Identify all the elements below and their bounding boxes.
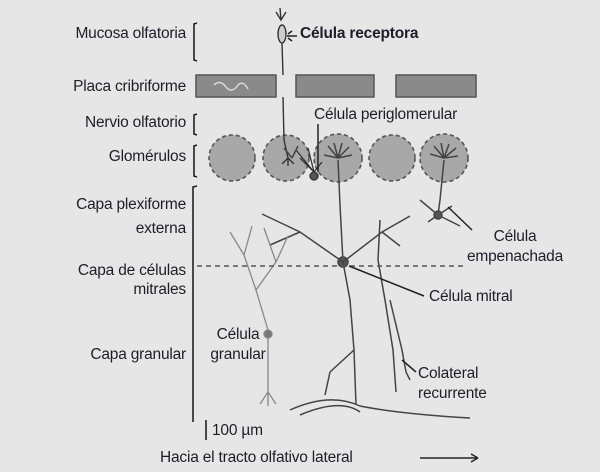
- cribriform-plate: [196, 75, 476, 97]
- label-granular-cell-2: granular: [196, 346, 280, 364]
- label-plexiforme-2: externa: [0, 220, 186, 238]
- plate-segment-3: [396, 75, 476, 97]
- label-mitral: Célula mitral: [429, 288, 513, 306]
- label-colateral-2: recurrente: [418, 385, 487, 403]
- label-mitrales-1: Capa de células: [0, 262, 186, 280]
- label-plexiforme-1: Capa plexiforme: [0, 196, 186, 214]
- label-nervio: Nervio olfatorio: [0, 114, 186, 132]
- pointer-mitral: [349, 266, 424, 296]
- label-receptora: Célula receptora: [300, 25, 418, 43]
- bracket-deep-layers: [193, 186, 197, 422]
- label-empenachada-1: Célula: [455, 228, 575, 246]
- granule-cell: [230, 226, 288, 406]
- bracket-mucosa: [194, 23, 197, 61]
- scale-label: 100 µm: [212, 422, 263, 440]
- bracket-glomerulos: [194, 145, 197, 177]
- pointer-colateral: [402, 360, 416, 372]
- label-periglomerular: Célula periglomerular: [314, 106, 457, 124]
- tract-label: Hacia el tracto olfativo lateral: [160, 449, 353, 467]
- plate-segment-2: [296, 75, 374, 97]
- label-glomerulos: Glomérulos: [0, 148, 186, 166]
- bracket-nervio: [194, 114, 197, 135]
- label-colateral-1: Colateral: [418, 365, 478, 383]
- label-empenachada-2: empenachada: [455, 248, 575, 266]
- label-mucosa: Mucosa olfatoria: [0, 25, 186, 43]
- glomerulus-1: [209, 135, 255, 181]
- label-granular: Capa granular: [0, 346, 186, 364]
- glomerulus-4: [369, 135, 415, 181]
- label-placa: Placa cribriforme: [0, 78, 186, 96]
- label-mitrales-2: mitrales: [0, 281, 186, 299]
- label-granular-cell-1: Célula: [196, 326, 280, 344]
- plate-segment-1: [196, 75, 276, 97]
- pointer-empenachada: [448, 207, 472, 230]
